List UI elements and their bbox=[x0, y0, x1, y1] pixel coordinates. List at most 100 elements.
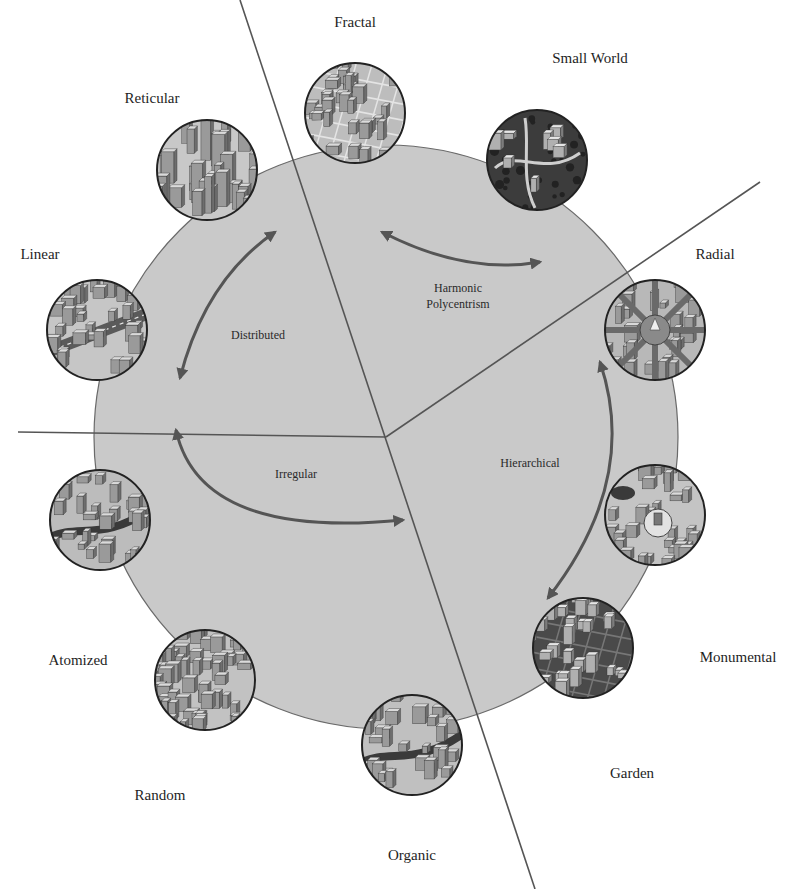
city-type-node: Random bbox=[153, 628, 257, 732]
building bbox=[111, 360, 120, 373]
building bbox=[164, 628, 167, 647]
city-type-label: Radial bbox=[695, 246, 734, 263]
building bbox=[412, 707, 425, 724]
building bbox=[588, 605, 596, 617]
building bbox=[183, 678, 195, 693]
building bbox=[83, 511, 98, 514]
ground bbox=[485, 108, 589, 212]
building bbox=[93, 287, 105, 298]
city-type-node: Linear bbox=[45, 278, 149, 382]
ground bbox=[153, 628, 257, 732]
building bbox=[664, 470, 673, 473]
city-thumbnail bbox=[603, 278, 707, 382]
building bbox=[438, 750, 445, 768]
building bbox=[83, 514, 95, 520]
building bbox=[378, 122, 384, 140]
plaza bbox=[644, 509, 672, 537]
building bbox=[201, 694, 212, 709]
city-type-label: Garden bbox=[610, 765, 654, 782]
building bbox=[365, 695, 374, 698]
building bbox=[373, 761, 386, 764]
region-label: Harmonic Polycentrism bbox=[412, 281, 504, 312]
building bbox=[193, 188, 205, 191]
building bbox=[353, 84, 367, 87]
building bbox=[156, 628, 167, 629]
building bbox=[202, 188, 205, 215]
building bbox=[204, 174, 214, 177]
building bbox=[662, 556, 675, 559]
building bbox=[193, 660, 200, 675]
building bbox=[158, 666, 174, 669]
building bbox=[624, 323, 640, 326]
building bbox=[322, 91, 333, 94]
building bbox=[541, 596, 547, 609]
building bbox=[166, 661, 181, 664]
building bbox=[326, 143, 341, 146]
range-arrow bbox=[176, 430, 403, 523]
building bbox=[402, 65, 405, 86]
thumbnail-outline bbox=[157, 120, 257, 220]
building bbox=[136, 553, 142, 567]
building bbox=[193, 657, 203, 660]
building bbox=[86, 322, 95, 325]
building bbox=[595, 652, 598, 673]
building bbox=[685, 315, 696, 318]
city-type-node: Radial bbox=[603, 278, 707, 382]
building bbox=[616, 303, 625, 306]
city-type-node: Small World bbox=[485, 108, 589, 212]
building bbox=[190, 648, 204, 651]
building bbox=[558, 671, 570, 674]
building bbox=[156, 629, 164, 647]
building bbox=[503, 155, 514, 158]
city-thumbnail bbox=[531, 596, 635, 700]
building bbox=[563, 648, 574, 651]
building bbox=[427, 714, 438, 717]
building bbox=[136, 547, 139, 567]
building bbox=[386, 709, 401, 712]
building bbox=[201, 691, 215, 694]
city-scene bbox=[153, 628, 257, 732]
thumbnail-outline bbox=[362, 695, 462, 795]
building bbox=[239, 183, 251, 186]
building bbox=[674, 278, 684, 280]
building bbox=[566, 615, 578, 618]
city-thumbnail bbox=[603, 463, 707, 567]
building bbox=[132, 510, 144, 513]
street bbox=[571, 596, 601, 700]
building bbox=[615, 667, 623, 670]
building bbox=[157, 683, 173, 686]
building bbox=[199, 681, 211, 684]
building bbox=[670, 470, 673, 492]
city-scene bbox=[603, 278, 707, 382]
building bbox=[73, 306, 76, 325]
building bbox=[118, 482, 121, 503]
building bbox=[615, 537, 626, 540]
tree bbox=[552, 194, 556, 198]
city-scene bbox=[485, 108, 589, 212]
thumbnail-outline bbox=[155, 630, 255, 730]
tree bbox=[502, 167, 510, 175]
building bbox=[623, 278, 626, 287]
building bbox=[390, 726, 393, 746]
building bbox=[553, 147, 564, 158]
building bbox=[238, 663, 251, 669]
building bbox=[129, 494, 143, 497]
street bbox=[495, 153, 580, 168]
building bbox=[149, 547, 152, 564]
city-type-label: Fractal bbox=[334, 14, 376, 31]
building bbox=[328, 74, 339, 77]
building bbox=[221, 151, 236, 154]
building bbox=[703, 278, 706, 292]
building bbox=[195, 710, 205, 713]
building bbox=[250, 195, 253, 222]
building bbox=[621, 303, 624, 323]
building bbox=[553, 144, 567, 147]
building bbox=[666, 358, 669, 378]
building bbox=[99, 544, 111, 562]
building bbox=[541, 683, 544, 700]
building bbox=[378, 119, 387, 122]
building bbox=[539, 649, 553, 652]
building bbox=[83, 493, 86, 513]
building bbox=[119, 357, 133, 360]
building bbox=[441, 769, 450, 777]
